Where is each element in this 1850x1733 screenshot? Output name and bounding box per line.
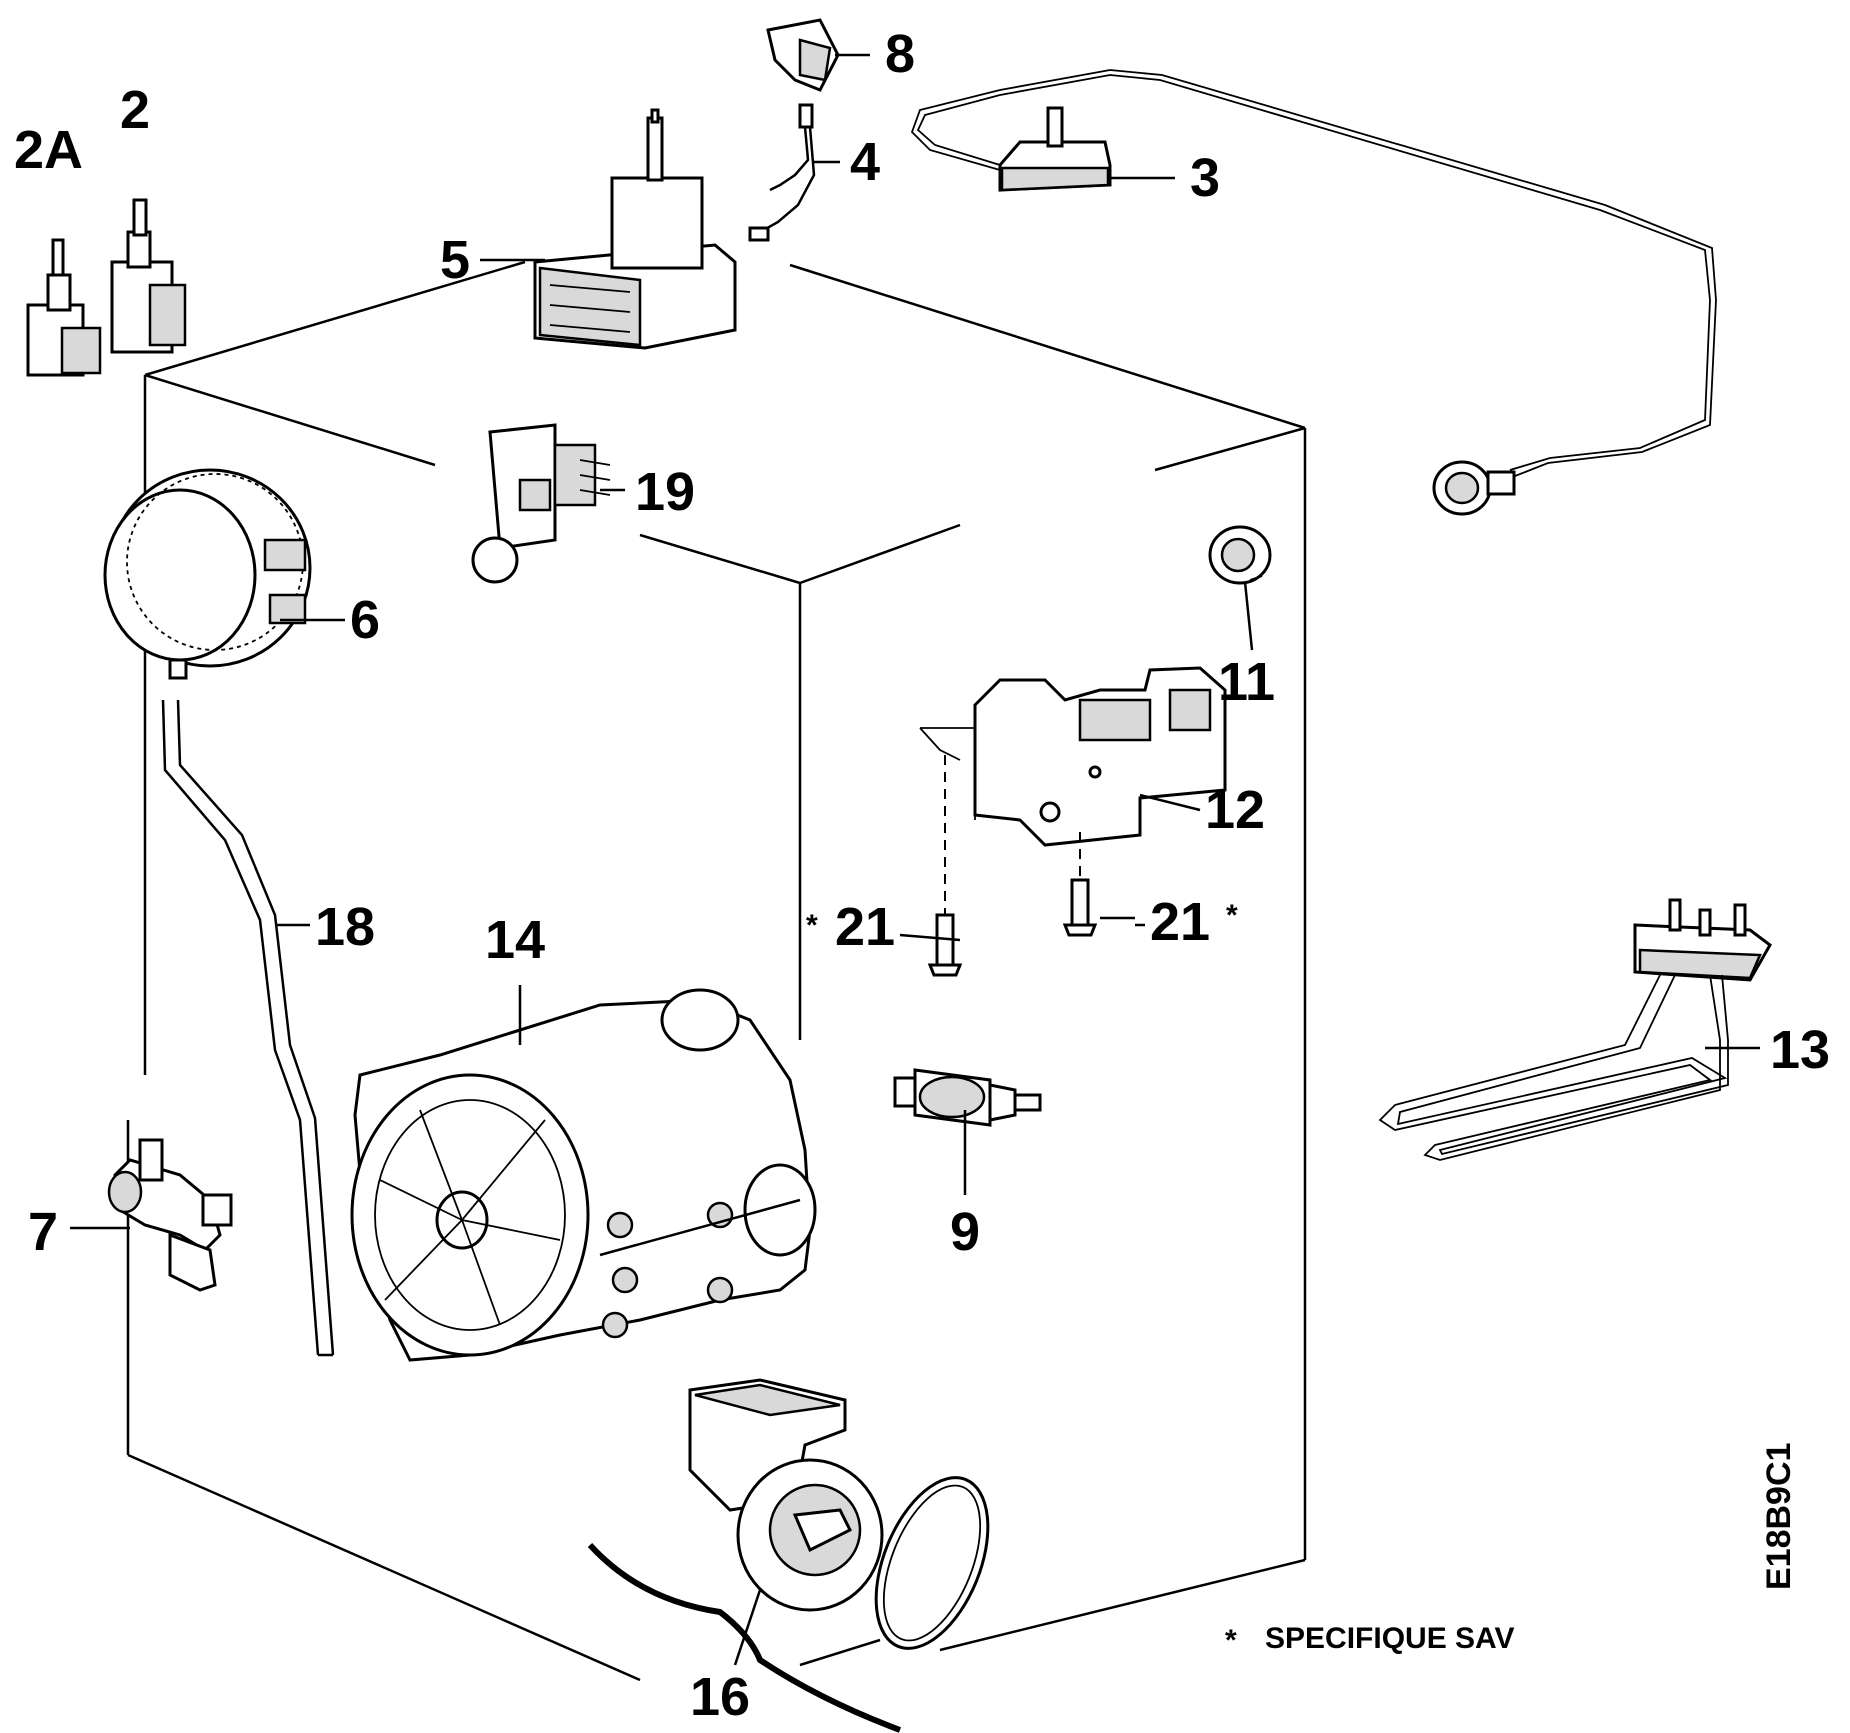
callout-6: 6 [350,590,380,650]
leader-lines [70,53,1760,1667]
asterisk-markers: * * [806,899,1238,942]
asterisk-right: * [1226,899,1238,932]
callout-14: 14 [485,910,545,970]
part-13-heater [1378,898,1772,1161]
part-12-module [919,666,1227,847]
callout-18: 18 [315,897,375,957]
callout-12: 12 [1205,780,1265,840]
part-2-switch [110,198,187,354]
callout-11: 11 [1218,652,1275,712]
callout-16: 16 [690,1667,750,1727]
part-21-screws [927,755,1098,977]
callout-5: 5 [440,230,470,290]
part-3-thermostat [910,69,1717,516]
part-18-hose [161,699,335,1357]
part-16-drain-pump [587,1378,990,1733]
callout-7: 7 [28,1202,58,1262]
callout-2a: 2A [14,120,83,180]
part-5-programmer [533,108,737,350]
part-8-lamp [766,18,840,92]
callout-13: 13 [1770,1020,1830,1080]
callout-21-left: 21 [835,897,895,957]
callout-21-right: 21 [1150,892,1210,952]
part-11-grommet [1208,525,1272,585]
callout-2: 2 [120,80,150,140]
callout-19: 19 [635,462,695,522]
part-9-condenser [893,1068,1042,1127]
part-2a-switch [26,238,102,377]
drawing-code: E18B9C1 [1760,1443,1798,1590]
footnote-marker: * [1225,1624,1237,1657]
callout-labels: 2A 2 8 4 3 5 19 6 11 12 18 14 21 21 13 7… [14,24,1830,1727]
part-19-interlock [471,423,611,584]
callout-4: 4 [850,132,880,192]
part-4-wire [748,103,816,242]
part-6-pressure-switch [103,468,312,680]
part-7-valve [107,1138,233,1292]
asterisk-left: * [806,909,818,942]
callout-9: 9 [950,1202,980,1262]
footnote: * SPECIFIQUE SAV [1225,1622,1515,1657]
callout-3: 3 [1190,148,1220,208]
callout-8: 8 [885,24,915,84]
part-14-motor [350,988,817,1362]
footnote-text: SPECIFIQUE SAV [1265,1622,1515,1655]
